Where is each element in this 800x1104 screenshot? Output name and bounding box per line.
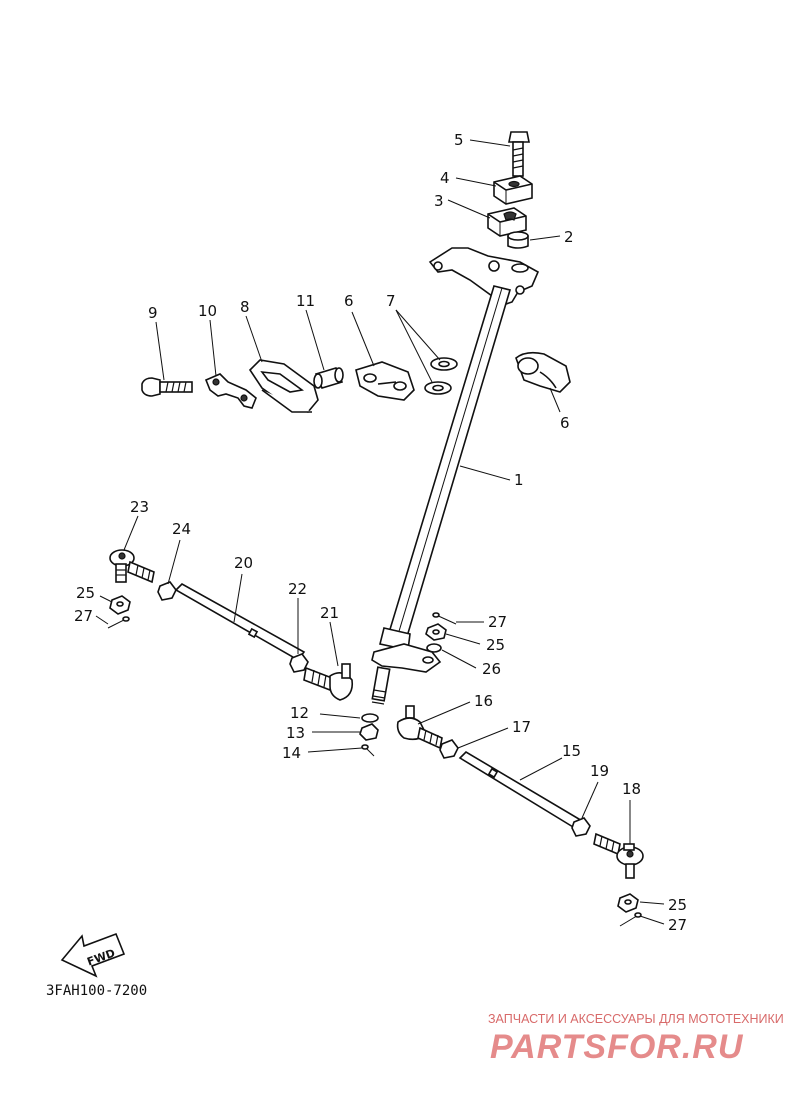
callout-21: 21 [320,604,339,622]
part-13-nut [359,723,379,741]
callout-27c: 27 [668,916,687,934]
part-5-bolt [508,131,530,177]
callout-2: 2 [564,228,574,246]
part-19-nut [571,817,591,837]
part-27-cotter-pin-a [107,616,130,629]
watermark-tagline: ЗАПЧАСТИ И АКСЕССУАРЫ ДЛЯ МОТОТЕХНИКИ [488,1012,784,1026]
part-23-tie-rod-end-left [109,549,155,584]
callout-6a: 6 [344,292,354,310]
callout-7: 7 [386,292,396,310]
callout-19: 19 [590,762,609,780]
part-7-washers [424,357,458,395]
callout-8: 8 [240,298,250,316]
part-1-steering-shaft [371,247,540,705]
part-9-bolt [141,377,193,397]
part-24-nut [157,581,177,601]
callout-22: 22 [288,580,307,598]
part-26-washer [426,643,442,653]
callout-3: 3 [434,192,444,210]
callout-14: 14 [282,744,301,762]
callout-16: 16 [474,692,493,710]
part-27-cotter-pin-b [432,612,457,625]
part-17-nut [439,739,459,759]
callout-24: 24 [172,520,191,538]
callout-25c: 25 [668,896,687,914]
part-3-clamp-lower [487,207,527,237]
part-4-clamp-upper [493,175,533,205]
part-25-nut-a [109,595,131,615]
part-22-nut [289,653,309,673]
watermark: ЗАПЧАСТИ И АКСЕССУАРЫ ДЛЯ МОТОТЕХНИКИ PA… [488,1012,784,1066]
part-14-cotter-pin [361,744,375,757]
part-8-holder [248,359,319,413]
callout-17: 17 [512,718,531,736]
part-20-tie-rod-left [174,583,306,662]
callout-1: 1 [514,471,524,489]
callout-26: 26 [482,660,501,678]
part-11-collar [313,367,344,389]
part-15-tie-rod-right [458,750,586,832]
callout-23: 23 [130,498,149,516]
callout-18: 18 [622,780,641,798]
callout-27a: 27 [74,607,93,625]
watermark-logo: PARTSFOR.RU [490,1028,744,1066]
diagram-code: 3FAH100-7200 [46,983,147,999]
callout-4: 4 [440,169,450,187]
part-27-cotter-pin-c [619,912,642,927]
part-6-bushing-block-b [515,351,571,393]
part-21-tie-rod-end [303,663,354,701]
callout-20: 20 [234,554,253,572]
callout-10: 10 [198,302,217,320]
part-16-tie-rod-end [396,705,443,750]
callout-6b: 6 [560,414,570,432]
callout-15: 15 [562,742,581,760]
part-18-tie-rod-end-right [593,832,644,879]
part-25-nut-c [617,893,639,913]
part-25-nut-b [425,623,447,641]
part-12-washer [361,713,379,723]
part-10-lock-plate [204,373,257,409]
callout-labels: 5 4 3 2 9 10 8 11 6 7 6 1 23 24 20 25 27… [74,131,687,934]
callout-25b: 25 [486,636,505,654]
callout-13: 13 [286,724,305,742]
callout-25a: 25 [76,584,95,602]
part-2-bushing [507,231,529,249]
callout-9: 9 [148,304,158,322]
callout-27b: 27 [488,613,507,631]
leader-lines [95,139,665,925]
part-6-bushing-block-a [355,361,415,401]
callout-5: 5 [454,131,464,149]
callout-12: 12 [290,704,309,722]
callout-11: 11 [296,292,315,310]
fwd-arrow-icon: FWD [60,932,126,978]
